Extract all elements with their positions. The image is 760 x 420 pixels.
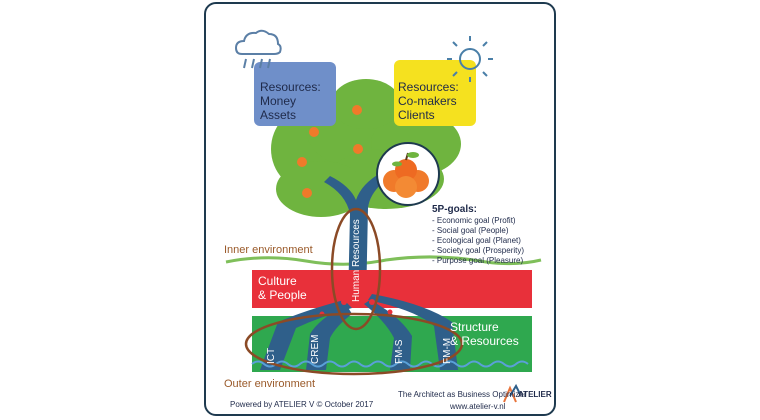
culture-label-line2: & People xyxy=(258,288,307,302)
resources-clients-box xyxy=(394,60,476,126)
diagram-art xyxy=(225,29,542,403)
culture-label: Culture & People xyxy=(258,274,307,302)
footer-brand: ATELIER V xyxy=(518,390,556,399)
footer-powered: Powered by ATELIER V © October 2017 xyxy=(230,400,374,409)
inner-environment-label: Inner environment xyxy=(224,244,313,256)
resources-clients-text: Resources: Co-makers Clients xyxy=(398,80,459,122)
root-label-ict: ICT xyxy=(266,347,277,364)
apple-icon xyxy=(376,142,440,206)
rain-cloud-icon xyxy=(234,29,282,69)
tree-roots xyxy=(260,294,458,370)
atelier-v-logo-icon xyxy=(503,383,521,403)
resources-clients-line1: Co-makers xyxy=(398,94,457,108)
diagram-frame: Resources: Money Assets Resources: Co-ma… xyxy=(204,2,556,416)
footer-book-title: The Architect as Business Optimizer xyxy=(398,390,527,399)
goal-item: - Society goal (Prosperity) xyxy=(432,246,525,255)
goal-item: - Economic goal (Profit) xyxy=(432,216,516,225)
outer-environment-label: Outer environment xyxy=(224,378,316,390)
sun-icon xyxy=(447,36,493,82)
trunk-label: Human Resources xyxy=(351,219,362,302)
goals-list: 5P-goals: - Economic goal (Profit) - Soc… xyxy=(432,204,524,266)
root-label-fm-s: FM-S xyxy=(394,339,405,364)
structure-label-line1: Structure xyxy=(450,320,499,334)
goals-title: 5P-goals: xyxy=(432,204,478,215)
tree-apples xyxy=(297,105,363,198)
trunk-ellipse xyxy=(330,207,382,331)
resources-clients-title: Resources: xyxy=(398,80,459,94)
resources-money-line2: Assets xyxy=(260,108,297,122)
goal-item: - Ecological goal (Planet) xyxy=(432,236,521,245)
roots-ellipse xyxy=(244,312,464,376)
resources-money-line1: Money xyxy=(260,94,297,108)
structure-label: Structure & Resources xyxy=(450,320,519,348)
culture-label-line1: Culture xyxy=(258,274,297,288)
footer-url: www.atelier-v.nl xyxy=(450,402,506,411)
goal-item: - Social goal (People) xyxy=(432,226,509,235)
resources-clients-line2: Clients xyxy=(398,108,435,122)
resources-money-box xyxy=(254,62,336,126)
resources-money-title: Resources: xyxy=(260,80,321,94)
goal-item: - Purpose goal (Pleasure) xyxy=(432,256,524,265)
root-label-crem: CREM xyxy=(310,334,321,364)
water-line xyxy=(251,360,529,368)
grass-line xyxy=(225,255,542,266)
resources-money-text: Resources: Money Assets xyxy=(260,80,321,122)
structure-label-line2: & Resources xyxy=(450,334,519,348)
root-label-fm-m: FM-M xyxy=(442,337,453,364)
tree-trunk xyxy=(324,170,392,304)
